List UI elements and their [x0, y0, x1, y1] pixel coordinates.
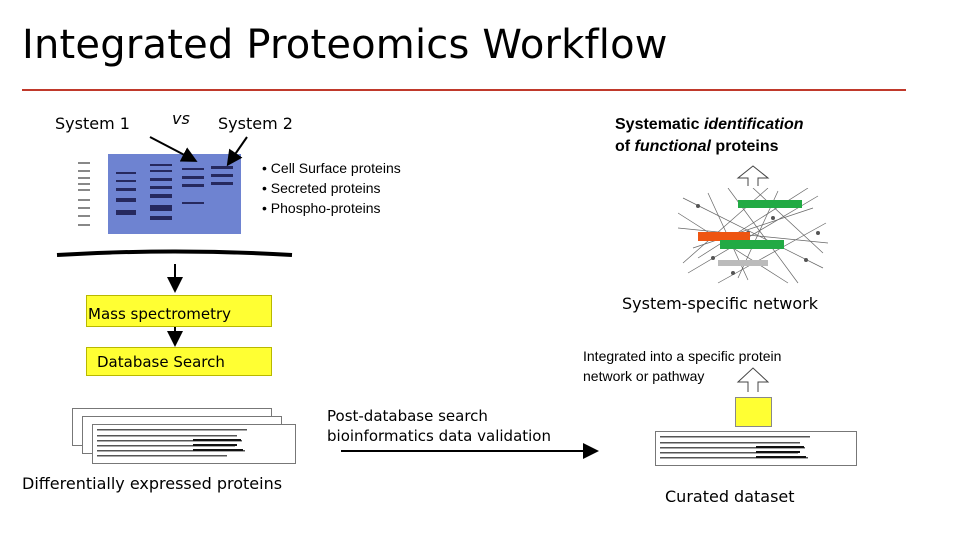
- db-search-box: Database Search: [86, 347, 272, 376]
- goal-text: Systematic identification of functional …: [615, 116, 804, 155]
- curated-sheet: [655, 431, 857, 466]
- system2-label: System 2: [218, 114, 293, 133]
- mass-spec-box: Mass spectrometry: [86, 295, 272, 327]
- results-sheet: [92, 424, 296, 464]
- post-search-note: Post-database search bioinformatics data…: [327, 407, 551, 445]
- curated-label: Curated dataset: [665, 487, 795, 506]
- protein-class-list: • Cell Surface proteins • Secreted prote…: [262, 158, 401, 218]
- vs-label: vs: [172, 109, 190, 128]
- list-item: • Cell Surface proteins: [262, 160, 401, 176]
- sheet-rows: [97, 429, 247, 457]
- list-item: • Secreted proteins: [262, 180, 381, 196]
- gel-image: [78, 154, 241, 234]
- curated-marker-box: [735, 397, 772, 427]
- sheet-rows: [660, 436, 810, 459]
- title-rule: [22, 89, 906, 91]
- system1-label: System 1: [55, 114, 130, 133]
- list-item: • Phospho-proteins: [262, 200, 381, 216]
- diff-expressed-label: Differentially expressed proteins: [22, 474, 283, 493]
- network-label: System-specific network: [622, 294, 818, 313]
- page-title: Integrated Proteomics Workflow: [22, 22, 668, 68]
- integration-note: Integrated into a specific protein netwo…: [583, 348, 782, 384]
- network-image: [678, 188, 828, 284]
